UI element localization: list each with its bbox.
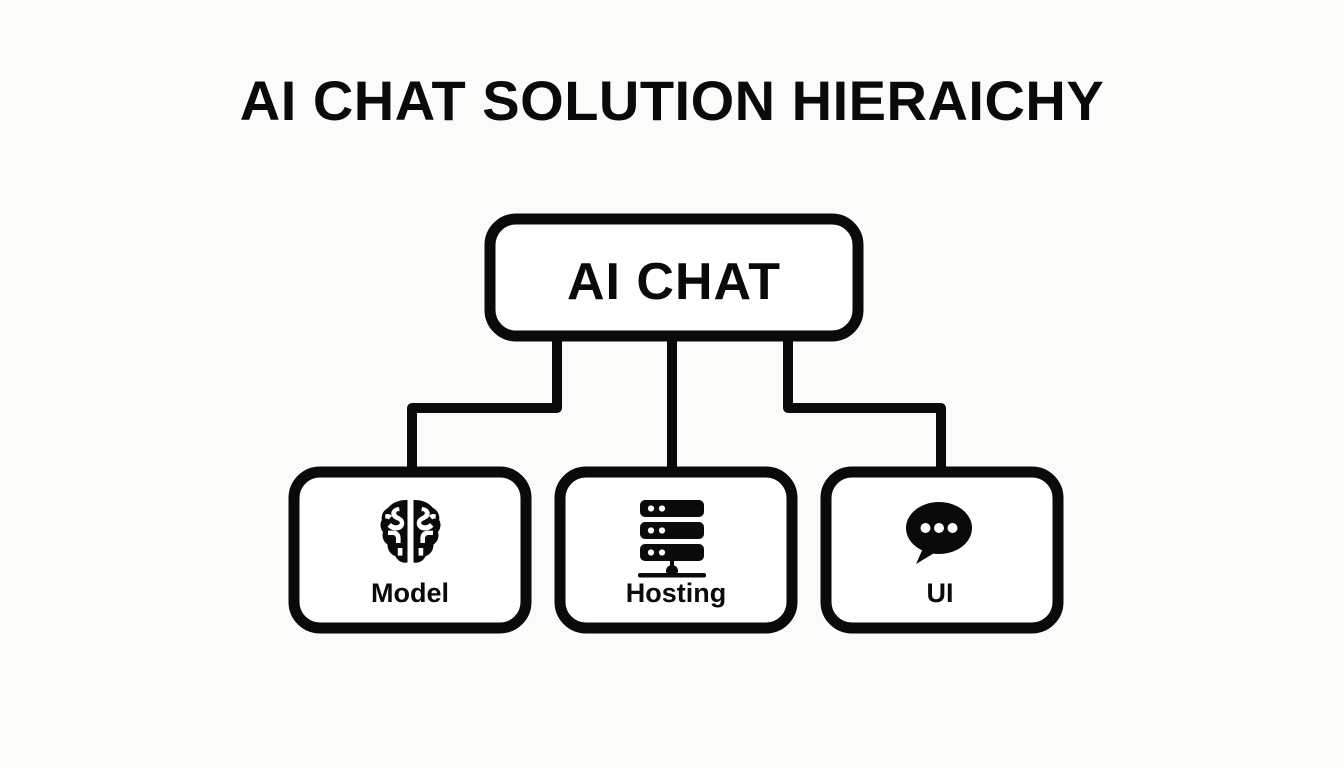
connector-root-to-ui — [783, 331, 946, 477]
root-node[interactable]: AI CHAT — [484, 213, 864, 342]
root-node-label: AI CHAT — [567, 253, 781, 311]
root-node-box — [484, 213, 864, 342]
chat-bubble-icon — [906, 502, 972, 564]
model-node-box — [288, 466, 532, 634]
connector-root-to-model — [407, 331, 562, 477]
model-node-label: Model — [371, 578, 449, 608]
ui-node-label: UI — [927, 578, 954, 608]
child-node-ui[interactable]: UI — [820, 466, 1064, 634]
hosting-node-label: Hosting — [626, 578, 727, 608]
child-node-model[interactable]: Model — [288, 466, 532, 634]
brain-icon — [380, 500, 441, 563]
child-node-hosting[interactable]: Hosting — [554, 466, 798, 634]
connector-group — [407, 331, 946, 477]
server-rack-icon — [638, 500, 706, 578]
page-title: AI CHAT SOLUTION HIERAICHY — [239, 69, 1105, 132]
